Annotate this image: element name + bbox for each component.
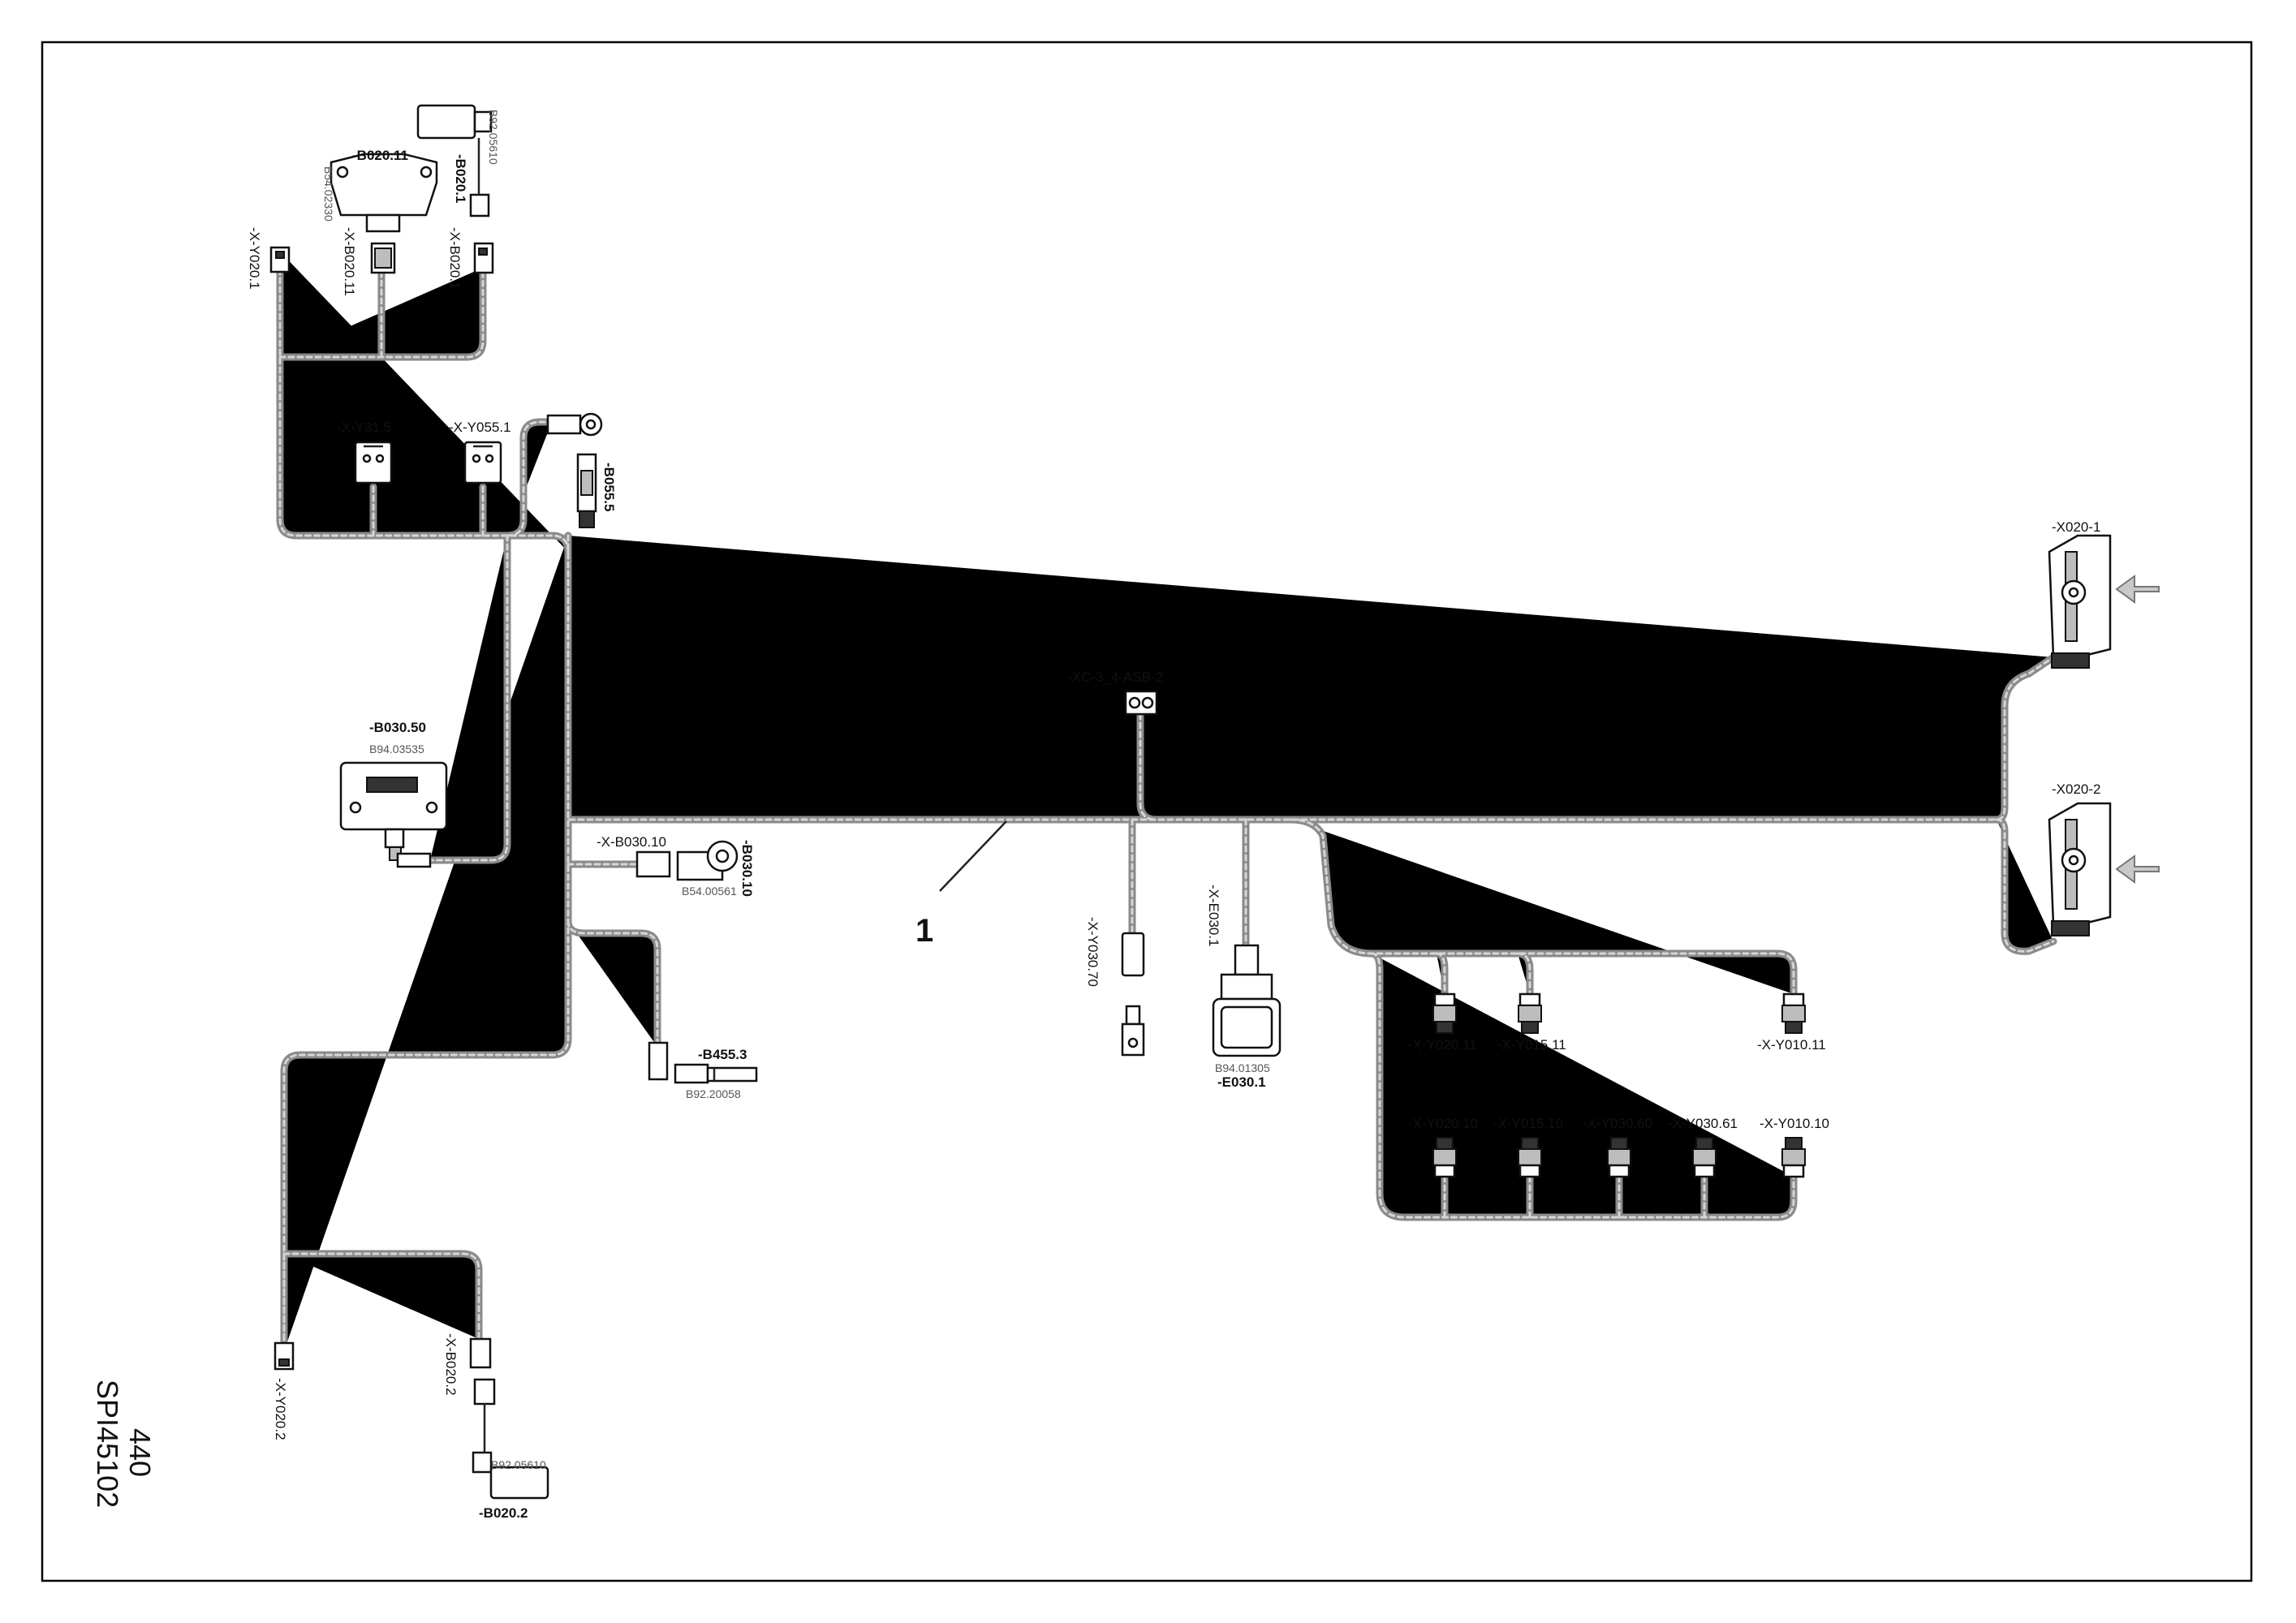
label-e030-1: -E030.1 — [1217, 1074, 1266, 1090]
label-b030-10-part: B54.00561 — [682, 885, 737, 898]
connector-x020-2 — [2048, 802, 2112, 936]
label-x-y030-70: -X-Y030.70 — [1085, 917, 1101, 987]
item-number: 1 — [915, 913, 933, 949]
sensor-b020-2 — [469, 1337, 549, 1500]
label-b020-1: -B020.1 — [453, 154, 468, 203]
connector-x-y010-11 — [1781, 992, 1806, 1034]
sensor-b030-10 — [635, 840, 739, 881]
valve-connector-row-top — [1432, 992, 1806, 1034]
label-x-b020-1: -X-B020.1 — [447, 227, 463, 290]
label-b020-1-part: B92.05610 — [487, 110, 500, 165]
connector-x-y020-1 — [269, 246, 291, 273]
label-x-b020-2: -X-B020.2 — [443, 1333, 459, 1396]
sensor-b030-50 — [339, 761, 448, 868]
sensor-b455-3 — [648, 1041, 758, 1084]
document-code: SPI45102 — [91, 1380, 124, 1508]
label-b020-2-part: B92.05610 — [491, 1458, 546, 1471]
valve-connector-row-bottom — [1432, 1137, 1806, 1178]
page-number: 440 — [123, 1428, 157, 1477]
label-x-y015-10: -X-Y015.10 — [1493, 1116, 1563, 1131]
drawing-frame — [41, 41, 2253, 1582]
label-b055-5: -B055.5 — [601, 463, 617, 511]
connector-x-y020-2 — [274, 1341, 295, 1371]
label-b020-11-part: B54.02330 — [322, 166, 335, 222]
label-b020-2: -B020.2 — [479, 1505, 528, 1521]
connector-x-y055-1 — [463, 441, 502, 484]
sensor-b020-11 — [330, 153, 438, 274]
label-x-y030-61: -X-Y030.61 — [1668, 1116, 1738, 1131]
label-x-b020-11: -X-B020.11 — [342, 227, 357, 296]
label-x-b030-10: -X-B030.10 — [597, 834, 666, 850]
label-e030-1-part: B94.01305 — [1215, 1061, 1270, 1074]
connector-x-y015-10 — [1518, 1137, 1542, 1178]
label-b020-11: -B020.11 — [352, 148, 408, 163]
arrow-left-icon — [2115, 855, 2160, 884]
label-x-y010-11: -X-Y010.11 — [1757, 1037, 1826, 1053]
label-x-y030-60: -X-Y030.60 — [1583, 1116, 1652, 1131]
label-x-y015-11: -X-Y015.11 — [1497, 1037, 1566, 1053]
connector-x-y31-5 — [354, 441, 393, 484]
label-x-y020-10: -X-Y020.10 — [1408, 1116, 1478, 1131]
label-b455-3: -B455.3 — [698, 1047, 747, 1062]
connector-x-y010-10 — [1781, 1137, 1806, 1178]
harness-bundle — [280, 252, 2053, 1351]
connector-x-y020-11 — [1432, 992, 1457, 1034]
label-xc-3-4-asb-2: -XC-3_4-ASB-2 — [1067, 669, 1163, 685]
sensor-b055-5 — [546, 412, 603, 528]
label-x-y055-1: -X-Y055.1 — [449, 420, 511, 435]
label-x-e030-1: -X-E030.1 — [1206, 885, 1221, 947]
label-b030-10: -B030.10 — [739, 840, 755, 897]
connector-xc-3-4-asb-2 — [1124, 690, 1158, 716]
label-x-y020-11: -X-Y020.11 — [1408, 1037, 1477, 1053]
connector-x-y030-60 — [1607, 1137, 1631, 1178]
component-e030-1 — [1212, 944, 1282, 1057]
label-x-y010-10: -X-Y010.10 — [1760, 1116, 1829, 1131]
connector-x-y020-10 — [1432, 1137, 1457, 1178]
connector-x-y030-70 — [1121, 932, 1145, 1057]
label-b030-50: -B030.50 — [369, 720, 426, 735]
item-leader-line — [939, 820, 1007, 892]
sensor-b020-1 — [416, 104, 494, 274]
arrow-left-icon — [2115, 575, 2160, 604]
connector-x020-1 — [2048, 534, 2112, 669]
label-x-y020-2: -X-Y020.2 — [273, 1378, 288, 1440]
connector-x-y030-61 — [1692, 1137, 1717, 1178]
label-b455-3-part: B92.20058 — [686, 1087, 741, 1100]
label-x020-2: -X020-2 — [2052, 781, 2100, 797]
label-b030-50-part: B94.03535 — [369, 743, 424, 756]
label-x-y31-5: -X-Y31.5 — [337, 420, 391, 435]
label-x020-1: -X020-1 — [2052, 519, 2100, 535]
label-x-y020-1: -X-Y020.1 — [247, 227, 262, 290]
connector-x-y015-11 — [1518, 992, 1542, 1034]
